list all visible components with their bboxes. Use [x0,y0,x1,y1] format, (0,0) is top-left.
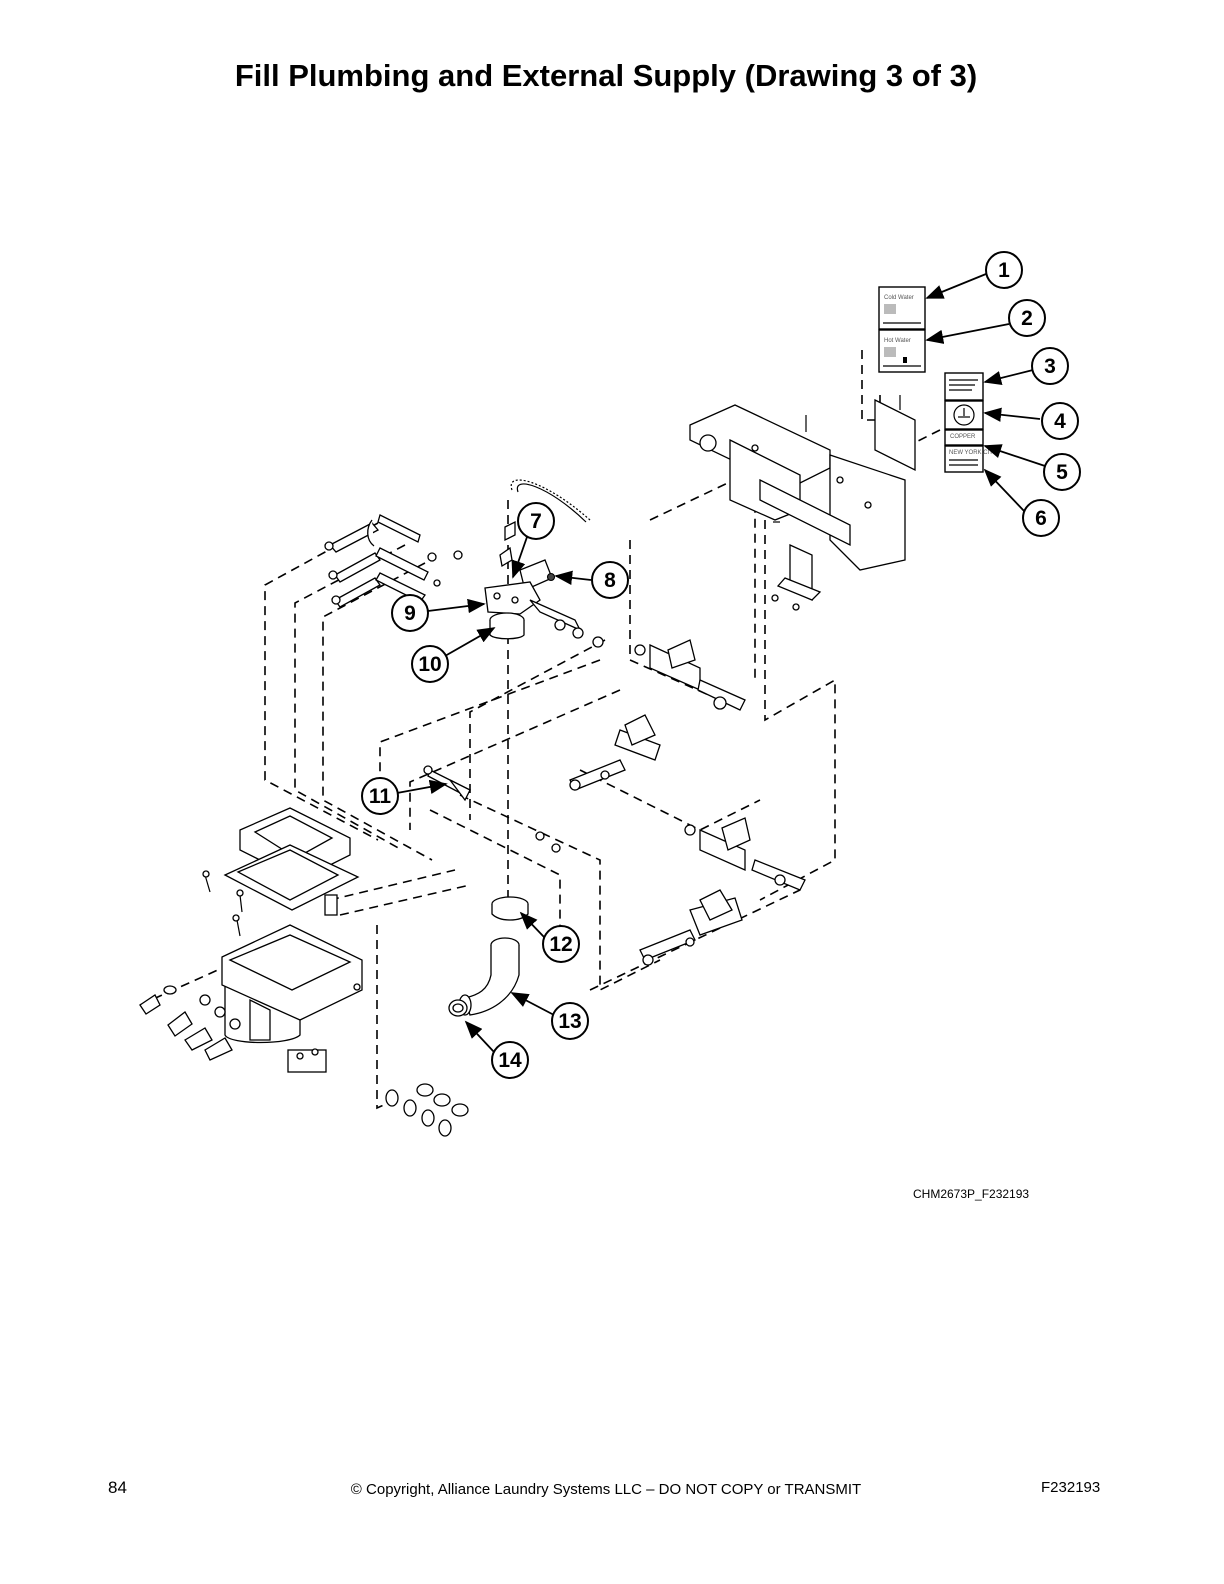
svg-text:3: 3 [1044,355,1056,378]
label-stack: COPPER NEW YORK CITY [944,372,997,473]
label-cold-water: Cold Water [878,286,926,330]
svg-text:14: 14 [498,1049,522,1072]
leader-6 [983,468,1026,513]
svg-text:9: 9 [404,602,416,625]
callout-3: 3 [1031,347,1069,385]
leader-5 [983,444,1046,467]
hose-assemblies [324,479,591,608]
callout-circles: 1 2 3 4 5 6 7 8 9 10 11 12 13 14 [361,251,1081,1079]
leader-13 [510,992,555,1016]
leader-14 [464,1020,495,1053]
svg-text:7: 7 [530,510,542,533]
callout-10: 10 [411,645,449,683]
callout-leaders [396,273,1046,1053]
callout-5: 5 [1043,453,1081,491]
svg-text:5: 5 [1056,461,1068,484]
svg-text:8: 8 [604,569,616,592]
hot-water-label-text: Hot Water [884,338,911,344]
rear-frame-bracket [689,395,916,611]
fill-valve-assembly [484,520,604,648]
callout-9: 9 [391,594,429,632]
page-title: Fill Plumbing and External Supply (Drawi… [234,58,978,93]
callout-1: 1 [985,251,1023,289]
svg-text:6: 6 [1035,507,1047,530]
svg-text:12: 12 [549,933,572,956]
drain-elbow-assembly [448,896,529,1017]
page-number: 84 [108,1478,127,1497]
cold-water-label-text: Cold Water [884,295,914,301]
callout-13: 13 [551,1002,589,1040]
callout-12: 12 [542,925,580,963]
leader-9 [427,598,486,614]
hose-couplings [139,985,469,1137]
leader-1 [925,273,987,299]
callout-4: 4 [1041,402,1079,440]
svg-text:11: 11 [369,785,392,808]
leader-10 [444,627,496,657]
copper-label-text: COPPER [950,434,976,440]
document-code: F232193 [1041,1479,1101,1496]
svg-text:1: 1 [998,259,1010,282]
leader-3 [983,369,1034,386]
svg-text:2: 2 [1021,307,1033,330]
svg-text:10: 10 [418,653,441,676]
callout-11: 11 [361,777,399,815]
drawing-id: CHM2673P_F232193 [913,1187,1030,1201]
callout-14: 14 [491,1041,529,1079]
leader-7 [511,536,528,579]
leader-2 [925,323,1010,344]
callout-8: 8 [591,561,629,599]
solenoid-valve-manifolds [569,639,806,966]
leader-12 [519,911,545,938]
fill-reservoir-tank [202,807,363,1073]
callout-2: 2 [1008,299,1046,337]
leader-11 [396,779,448,795]
label-hot-water: Hot Water [878,329,926,373]
svg-text:4: 4 [1054,410,1066,433]
svg-text:13: 13 [558,1010,581,1033]
nyc-label-text: NEW YORK CITY [949,450,997,456]
callout-7: 7 [517,502,555,540]
leader-8 [554,570,592,585]
hose-clip-assembly [423,765,561,853]
copyright-notice: © Copyright, Alliance Laundry Systems LL… [350,1481,862,1498]
leader-4 [983,407,1041,422]
callout-6: 6 [1022,499,1060,537]
